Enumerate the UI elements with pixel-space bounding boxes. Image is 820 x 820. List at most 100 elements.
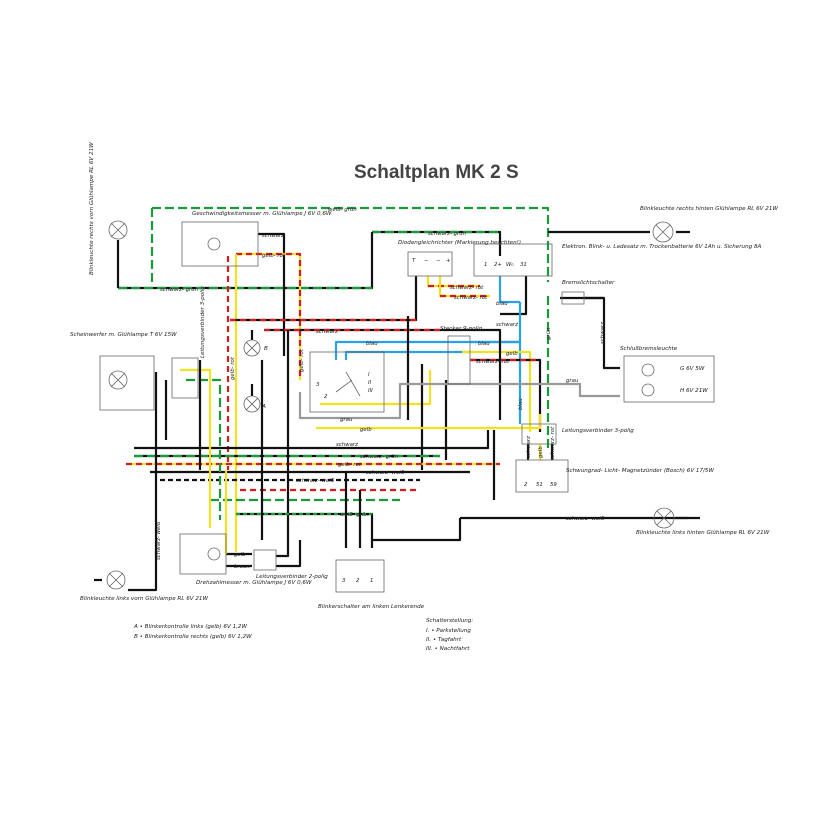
- blinker-front-right-cross: [110, 222, 126, 238]
- wire-label-schwarz-tacho: schwarz: [262, 233, 284, 239]
- headlight-label: Scheinwerfer m. Glühlampe T 6V 15W: [70, 332, 177, 338]
- wire-headlight-1: [128, 372, 158, 592]
- wire-gelb-plug: [462, 350, 532, 432]
- charger-pin-4: 31: [520, 262, 527, 268]
- ignition-switch-box: [309, 351, 385, 413]
- tail-bulb-1-label: G 6V 5W: [680, 366, 705, 372]
- headlight-bulb-cross: [110, 372, 126, 388]
- wire-label-blau-vertical: blau: [518, 398, 524, 410]
- wire-blau-1: [334, 302, 522, 360]
- wire-label-harness-sw-2: schwarz- weiß: [296, 478, 335, 484]
- wire-label-schwarz-charger: schwarz: [496, 322, 518, 328]
- connector-3pin-left-label: Leitungsverbinder 3-polig: [200, 286, 206, 358]
- blinker-front-left-icon: [106, 570, 126, 590]
- wire-harness-schwarz: [134, 430, 490, 450]
- charger-pin-1: 1: [484, 262, 487, 268]
- wire-label-harness-schwarz-weiss: schwarz- weiß: [366, 470, 405, 476]
- blinker-rear-left-icon: [653, 507, 675, 529]
- wire-label-grau-ignition: grau: [340, 417, 353, 423]
- blinker-rear-right-icon: [652, 221, 674, 243]
- ignition-pos-3: III: [368, 388, 373, 394]
- wire-charger-31: [500, 276, 528, 316]
- tail-light-label: Schlußbremsleuchte: [620, 346, 678, 352]
- wire-label-harness-schwarz: schwarz: [336, 442, 358, 448]
- diode-pin-3: −: [436, 258, 441, 264]
- ignition-switch-contact: [335, 371, 361, 397]
- wire-label-schwarz-rot-1: schwarz- rot: [450, 285, 484, 291]
- wire-label-blau-1: blau: [366, 341, 378, 347]
- wire-label-schwarz-brake: schwarz: [600, 322, 606, 344]
- blinker-front-left-cross: [108, 572, 124, 588]
- legend-title: Schalterstellung:: [426, 618, 473, 624]
- wire-label-harness-schwarz-gruen: schwarz- grün: [360, 454, 399, 460]
- diode-pin-1: T: [412, 258, 416, 264]
- ignition-pin-3: 3: [316, 382, 320, 388]
- blinker-rear-right-label: Blinkleuchte rechts hinten Glühlampe RL …: [640, 206, 778, 212]
- diode-rectifier-box: [407, 251, 453, 277]
- blinker-front-right-label: Blinkleuchte rechts vorn Glühlampe RL 6V…: [89, 142, 95, 275]
- tachometer-label: Geschwindigkeitsmesser m. Glühlampe J 6V…: [192, 211, 332, 217]
- legend-item-2: II. • Tagfahrt: [426, 637, 462, 643]
- lamp-a-label: A: [261, 404, 266, 410]
- wire-grau: [298, 382, 620, 420]
- lamp-a-cross: [245, 397, 259, 411]
- tachometer-box: [181, 221, 259, 267]
- legend-item-3: III. • Nachtfahrt: [426, 646, 470, 652]
- blinker-switch-box: [335, 559, 385, 593]
- rev-counter-box: [179, 533, 227, 575]
- blinker-rear-left-label: Blinkleuchte links hinten Glühlampe RL 6…: [636, 530, 770, 536]
- wire-weiss-gruen-top: [152, 206, 550, 282]
- note-b: B • Blinkerkontrolle rechts (gelb) 6V 1,…: [134, 634, 252, 640]
- connector-3pin-right-box: [521, 423, 557, 445]
- note-a: A • Blinkerkontrolle links (gelb) 6V 1,2…: [133, 624, 247, 630]
- wire-rev-3: [276, 540, 302, 568]
- wire-label-braun-rev: braun: [234, 564, 250, 570]
- plug-9pin-box: [447, 335, 471, 385]
- charger-unit-label: Elektron. Blink- u. Ladesatz m. Trockenb…: [562, 244, 762, 250]
- wire-label-gelb-rot-tacho: gelb- rot: [262, 253, 286, 259]
- wire-label-gelb-rot-vertical: gelb- rot: [299, 348, 305, 372]
- charger-pins: 1 2+ W₀ 31: [484, 262, 527, 268]
- wire-tacho-schwarz: [258, 232, 286, 356]
- wire-label-schwarz-rot-magneto: schwarz- rot: [550, 426, 556, 460]
- headlight-bulb-icon: [108, 370, 128, 390]
- magneto-box: [515, 459, 569, 493]
- magneto-pin-3: 59: [550, 482, 557, 488]
- connector-3pin-right-label: Leitungsverbinder 3-polig: [562, 428, 634, 434]
- diagram-title: Schaltplan MK 2 S: [354, 162, 519, 183]
- wire-weiss-gruen-lower: [236, 512, 374, 548]
- wire-schwarz-gruen-left: [118, 232, 374, 290]
- tail-bulb-1-icon: [641, 363, 655, 377]
- wire-gelb-bottom: [316, 414, 542, 430]
- blinker-front-right-icon: [108, 220, 128, 240]
- wire-label-schwarz-rot-2: schwarz- rot: [454, 295, 488, 301]
- wire-label-gelb-rev: gelb: [234, 552, 246, 558]
- blinker-rear-left-cross: [656, 510, 672, 526]
- rev-counter-bulb-icon: [207, 547, 221, 561]
- magneto-pin-1: 2: [524, 482, 528, 488]
- wire-label-schwarz-gruen-left: schwarz- grün: [160, 287, 199, 293]
- brake-switch-label: Bremslichtschalter: [562, 280, 615, 286]
- ignition-pos-1: I: [368, 372, 370, 378]
- wire-label-weiss-gruen-lower: weiß- grün: [340, 512, 369, 518]
- diode-pin-2: −: [424, 258, 429, 264]
- tachometer-bulb-icon: [207, 237, 221, 251]
- blinker-switch-pin-1: 1: [370, 578, 373, 584]
- wire-label-gelb-ignition: gelb: [360, 427, 372, 433]
- brake-switch-box: [561, 291, 585, 305]
- magneto-label: Schwungrad- Licht- Magnetzünder (Bosch) …: [566, 468, 714, 474]
- wire-headlight-green: [186, 378, 222, 520]
- wire-tacho-gelb-rot-overlay: [236, 252, 302, 380]
- wire-label-schwarz-rot-plug: schwarz- rot: [476, 359, 510, 365]
- connector-3pin-left-box: [171, 357, 199, 399]
- wire-diode-1: [230, 276, 418, 322]
- connector-2pin-box: [253, 549, 277, 571]
- tail-bulb-2-label: H 6V 21W: [680, 388, 708, 394]
- wire-label-blau-plug: blau: [478, 341, 490, 347]
- charger-pin-3: W₀: [506, 262, 514, 268]
- connector-2pin-label: Leitungsverbinder 2-polig: [256, 574, 328, 580]
- blinker-switch-label: Blinkerschalter am linken Lenkerende: [318, 604, 425, 610]
- lamp-b-icon: [243, 339, 261, 357]
- charger-pin-2: 2+: [494, 262, 502, 268]
